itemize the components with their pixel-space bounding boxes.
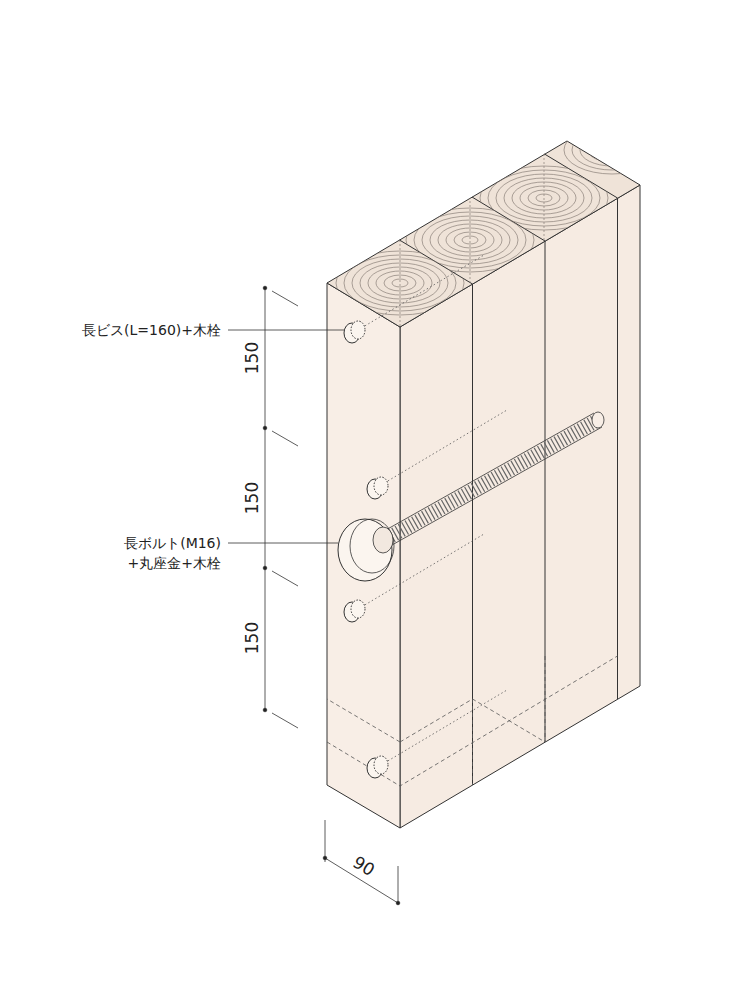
leader-lines	[228, 330, 344, 543]
long-bolt	[338, 412, 604, 581]
dimension-text: 150	[243, 621, 261, 655]
lamina-seams	[400, 154, 618, 785]
growth-rings	[336, 126, 660, 327]
top-face	[327, 141, 640, 327]
bolt-callout: 長ボルト(M16) +丸座金+木栓	[102, 533, 222, 573]
screw-callout: 長ビス(L=160)+木栓	[81, 320, 222, 340]
dimension-text: 150	[243, 341, 261, 375]
screw-shafts	[358, 255, 507, 765]
dimension-lines	[263, 286, 400, 905]
front-face	[327, 283, 400, 828]
hidden-lines	[327, 656, 618, 786]
dimension-text: 150	[243, 481, 261, 515]
